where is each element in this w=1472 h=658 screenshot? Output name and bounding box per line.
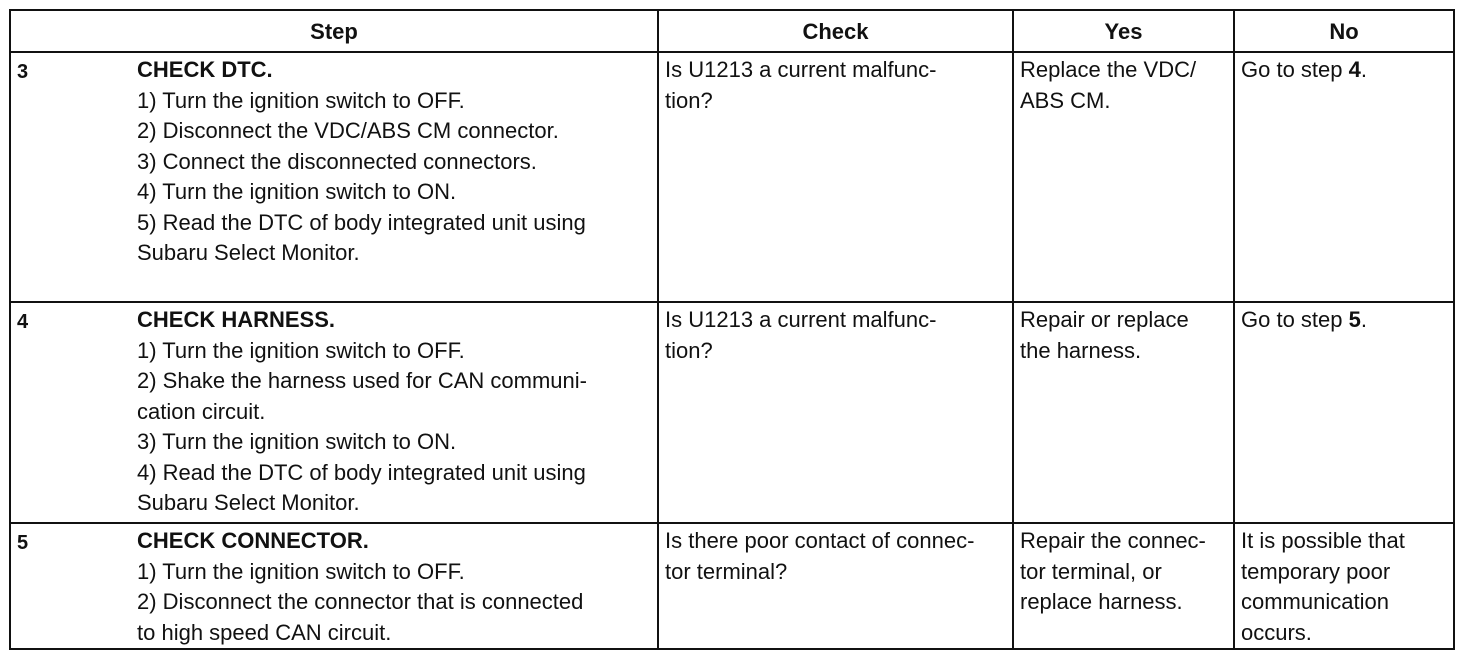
header-check: Check xyxy=(657,9,1014,53)
no-cell: Go to step 5. xyxy=(1233,301,1455,524)
check-text-line: Is U1213 a current malfunc- xyxy=(665,57,937,82)
step-cell: 3 CHECK DTC. 1) Turn the ignition switch… xyxy=(9,51,659,303)
check-text-line: tion? xyxy=(665,87,713,113)
yes-cell: Repair or replace the harness. xyxy=(1012,301,1235,524)
no-text-prefix: Go to step xyxy=(1241,57,1349,82)
instruction-line: 1) Turn the ignition switch to OFF. xyxy=(137,558,465,584)
yes-text-line: Repair the connec- xyxy=(1020,528,1206,553)
instruction-line: 2) Disconnect the connector that is conn… xyxy=(137,589,584,614)
yes-text-line: ABS CM. xyxy=(1020,87,1111,113)
step-body: CHECK DTC. 1) Turn the ignition switch t… xyxy=(137,53,657,269)
instruction-line: Subaru Select Monitor. xyxy=(137,490,360,515)
step-title: CHECK DTC. xyxy=(137,57,273,82)
yes-text-line: the harness. xyxy=(1020,337,1142,363)
instruction-line: Subaru Select Monitor. xyxy=(137,240,360,265)
check-cell: Is there poor contact of connec- tor ter… xyxy=(657,522,1014,650)
no-text-prefix: Go to step xyxy=(1241,307,1349,332)
instruction-line: 5) Read the DTC of body integrated unit … xyxy=(137,209,586,235)
yes-text-line: tor terminal, or xyxy=(1020,558,1162,584)
no-text-line: occurs. xyxy=(1241,619,1312,645)
instruction-line: 2) Disconnect the VDC/ABS CM connector. xyxy=(137,118,559,143)
instruction-line: 1) Turn the ignition switch to OFF. xyxy=(137,87,465,113)
header-step: Step xyxy=(9,9,659,53)
instruction-line: 3) Turn the ignition switch to ON. xyxy=(137,429,457,454)
instruction-line: 4) Read the DTC of body integrated unit … xyxy=(137,459,586,485)
next-step-number: 4 xyxy=(1348,57,1361,82)
no-text-line: It is possible that xyxy=(1241,528,1405,553)
step-title: CHECK HARNESS. xyxy=(137,307,336,332)
instruction-line: 2) Shake the harness used for CAN commun… xyxy=(137,368,587,393)
no-cell: It is possible that temporary poor commu… xyxy=(1233,522,1455,650)
check-text-line: Is there poor contact of connec- xyxy=(665,528,975,553)
yes-cell: Replace the VDC/ ABS CM. xyxy=(1012,51,1235,303)
instruction-line: cation circuit. xyxy=(137,398,266,424)
no-text-line: communication xyxy=(1241,589,1389,614)
step-number: 5 xyxy=(17,532,29,554)
no-text: Go to step 4. xyxy=(1235,53,1453,86)
table-row-step-3: 3 CHECK DTC. 1) Turn the ignition switch… xyxy=(9,51,1455,303)
step-body: CHECK CONNECTOR. 1) Turn the ignition sw… xyxy=(137,524,657,648)
yes-text-line: Repair or replace xyxy=(1020,307,1189,332)
table-header-row: Step Check Yes No xyxy=(9,9,1455,53)
instruction-line: to high speed CAN circuit. xyxy=(137,619,392,645)
yes-cell: Repair the connec- tor terminal, or repl… xyxy=(1012,522,1235,650)
no-text: Go to step 5. xyxy=(1235,303,1453,336)
diagnostic-table-container: Step Check Yes No 3 CHECK DTC. 1) Turn t… xyxy=(9,9,1455,650)
step-title: CHECK CONNECTOR. xyxy=(137,528,369,553)
check-text-line: tor terminal? xyxy=(665,558,788,584)
step-number: 3 xyxy=(17,61,29,83)
table-row-step-5: 5 CHECK CONNECTOR. 1) Turn the ignition … xyxy=(9,522,1455,650)
instruction-line: 4) Turn the ignition switch to ON. xyxy=(137,179,457,204)
next-step-number: 5 xyxy=(1348,307,1361,332)
step-number: 4 xyxy=(17,311,29,333)
step-body: CHECK HARNESS. 1) Turn the ignition swit… xyxy=(137,303,657,519)
step-cell: 4 CHECK HARNESS. 1) Turn the ignition sw… xyxy=(9,301,659,524)
header-no: No xyxy=(1233,9,1455,53)
instruction-line: 1) Turn the ignition switch to OFF. xyxy=(137,337,465,363)
header-yes: Yes xyxy=(1012,9,1235,53)
check-text-line: Is U1213 a current malfunc- xyxy=(665,307,937,332)
no-cell: Go to step 4. xyxy=(1233,51,1455,303)
yes-text-line: Replace the VDC/ xyxy=(1020,57,1197,82)
check-cell: Is U1213 a current malfunc- tion? xyxy=(657,51,1014,303)
instruction-line: 3) Connect the disconnected connectors. xyxy=(137,148,537,174)
table-row-step-4: 4 CHECK HARNESS. 1) Turn the ignition sw… xyxy=(9,301,1455,524)
no-text-line: temporary poor xyxy=(1241,558,1391,584)
yes-text-line: replace harness. xyxy=(1020,589,1183,614)
step-cell: 5 CHECK CONNECTOR. 1) Turn the ignition … xyxy=(9,522,659,650)
no-text-suffix: . xyxy=(1360,57,1367,82)
check-text-line: tion? xyxy=(665,337,713,363)
no-text-suffix: . xyxy=(1360,307,1367,332)
diagnostic-table: Step Check Yes No 3 CHECK DTC. 1) Turn t… xyxy=(9,9,1455,650)
check-cell: Is U1213 a current malfunc- tion? xyxy=(657,301,1014,524)
